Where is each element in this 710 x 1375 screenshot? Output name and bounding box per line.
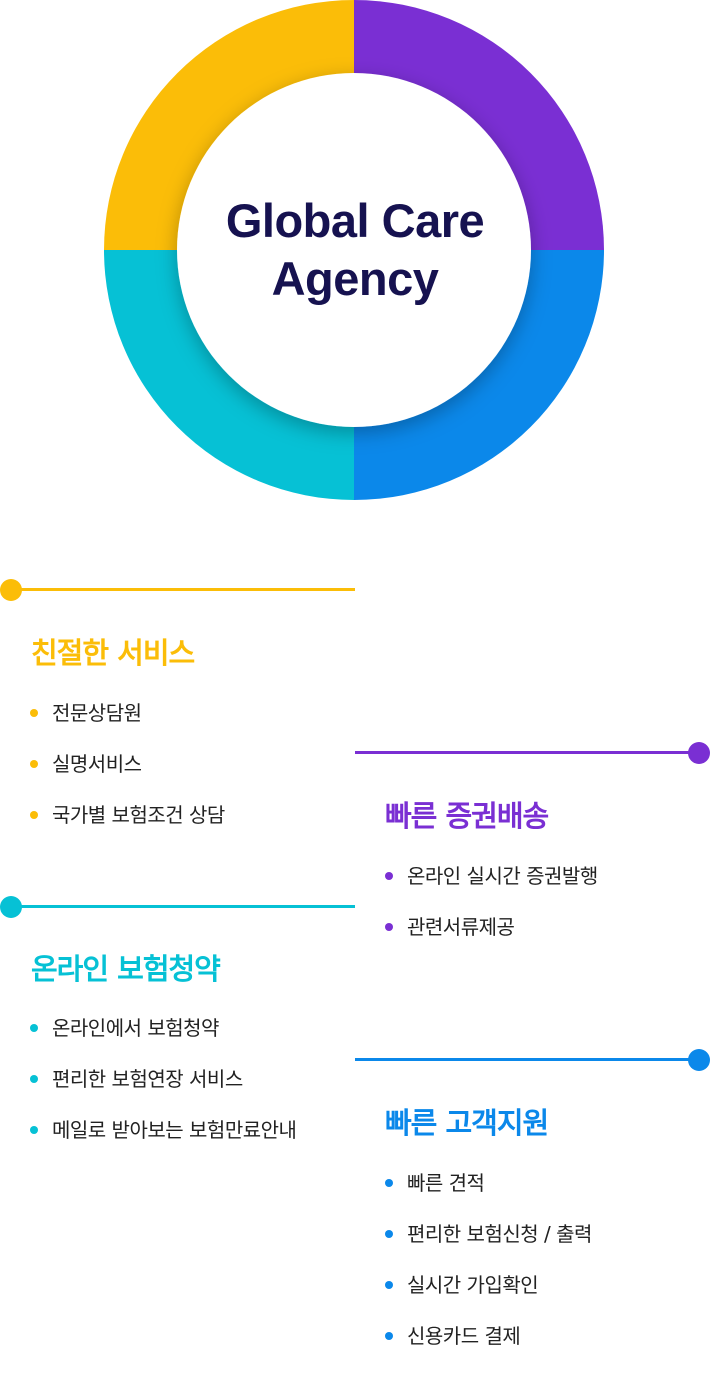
list-item: 빠른 견적: [385, 1171, 592, 1222]
section-4-title: 빠른 고객지원: [385, 1106, 549, 1140]
donut-ring: [104, 0, 604, 500]
list-item: 온라인에서 보험청약: [30, 1016, 296, 1067]
inner-circle: [177, 73, 531, 427]
section-1-list: 전문상담원 실명서비스 국가별 보험조건 상담: [30, 701, 225, 854]
section-2-dot: [688, 742, 710, 764]
list-item: 신용카드 결제: [385, 1324, 592, 1375]
list-item: 국가별 보험조건 상담: [30, 803, 225, 854]
section-3-line: [11, 905, 355, 908]
section-4-dot: [688, 1049, 710, 1071]
list-item: 관련서류제공: [385, 915, 598, 966]
list-item: 실명서비스: [30, 752, 225, 803]
list-item: 메일로 받아보는 보험만료안내: [30, 1118, 297, 1169]
section-1-title: 친절한 서비스: [31, 636, 195, 670]
center-title-line1: Global Care: [225, 194, 485, 247]
section-4-list: 빠른 견적 편리한 보험신청 / 출력 실시간 가입확인 신용카드 결제: [385, 1171, 592, 1375]
center-title-line2: Agency: [271, 252, 439, 305]
section-2-line: [355, 751, 699, 754]
list-item: 편리한 보험신청 / 출력: [385, 1222, 592, 1273]
section-4-line: [355, 1058, 699, 1061]
list-item: 온라인 실시간 증권발행: [385, 864, 598, 915]
list-item: 실시간 가입확인: [385, 1273, 592, 1324]
section-2-list: 온라인 실시간 증권발행 관련서류제공: [385, 864, 598, 966]
section-2-title: 빠른 증권배송: [385, 799, 549, 833]
list-item: 편리한 보험연장 서비스: [30, 1067, 296, 1118]
section-3-list: 온라인에서 보험청약 편리한 보험연장 서비스 메일로 받아보는 보험만료안내: [30, 1016, 297, 1169]
section-3-title: 온라인 보험청약: [31, 952, 221, 986]
list-item: 전문상담원: [30, 701, 225, 752]
section-1-line: [11, 588, 355, 591]
center-title: Global Care Agency: [180, 175, 530, 325]
